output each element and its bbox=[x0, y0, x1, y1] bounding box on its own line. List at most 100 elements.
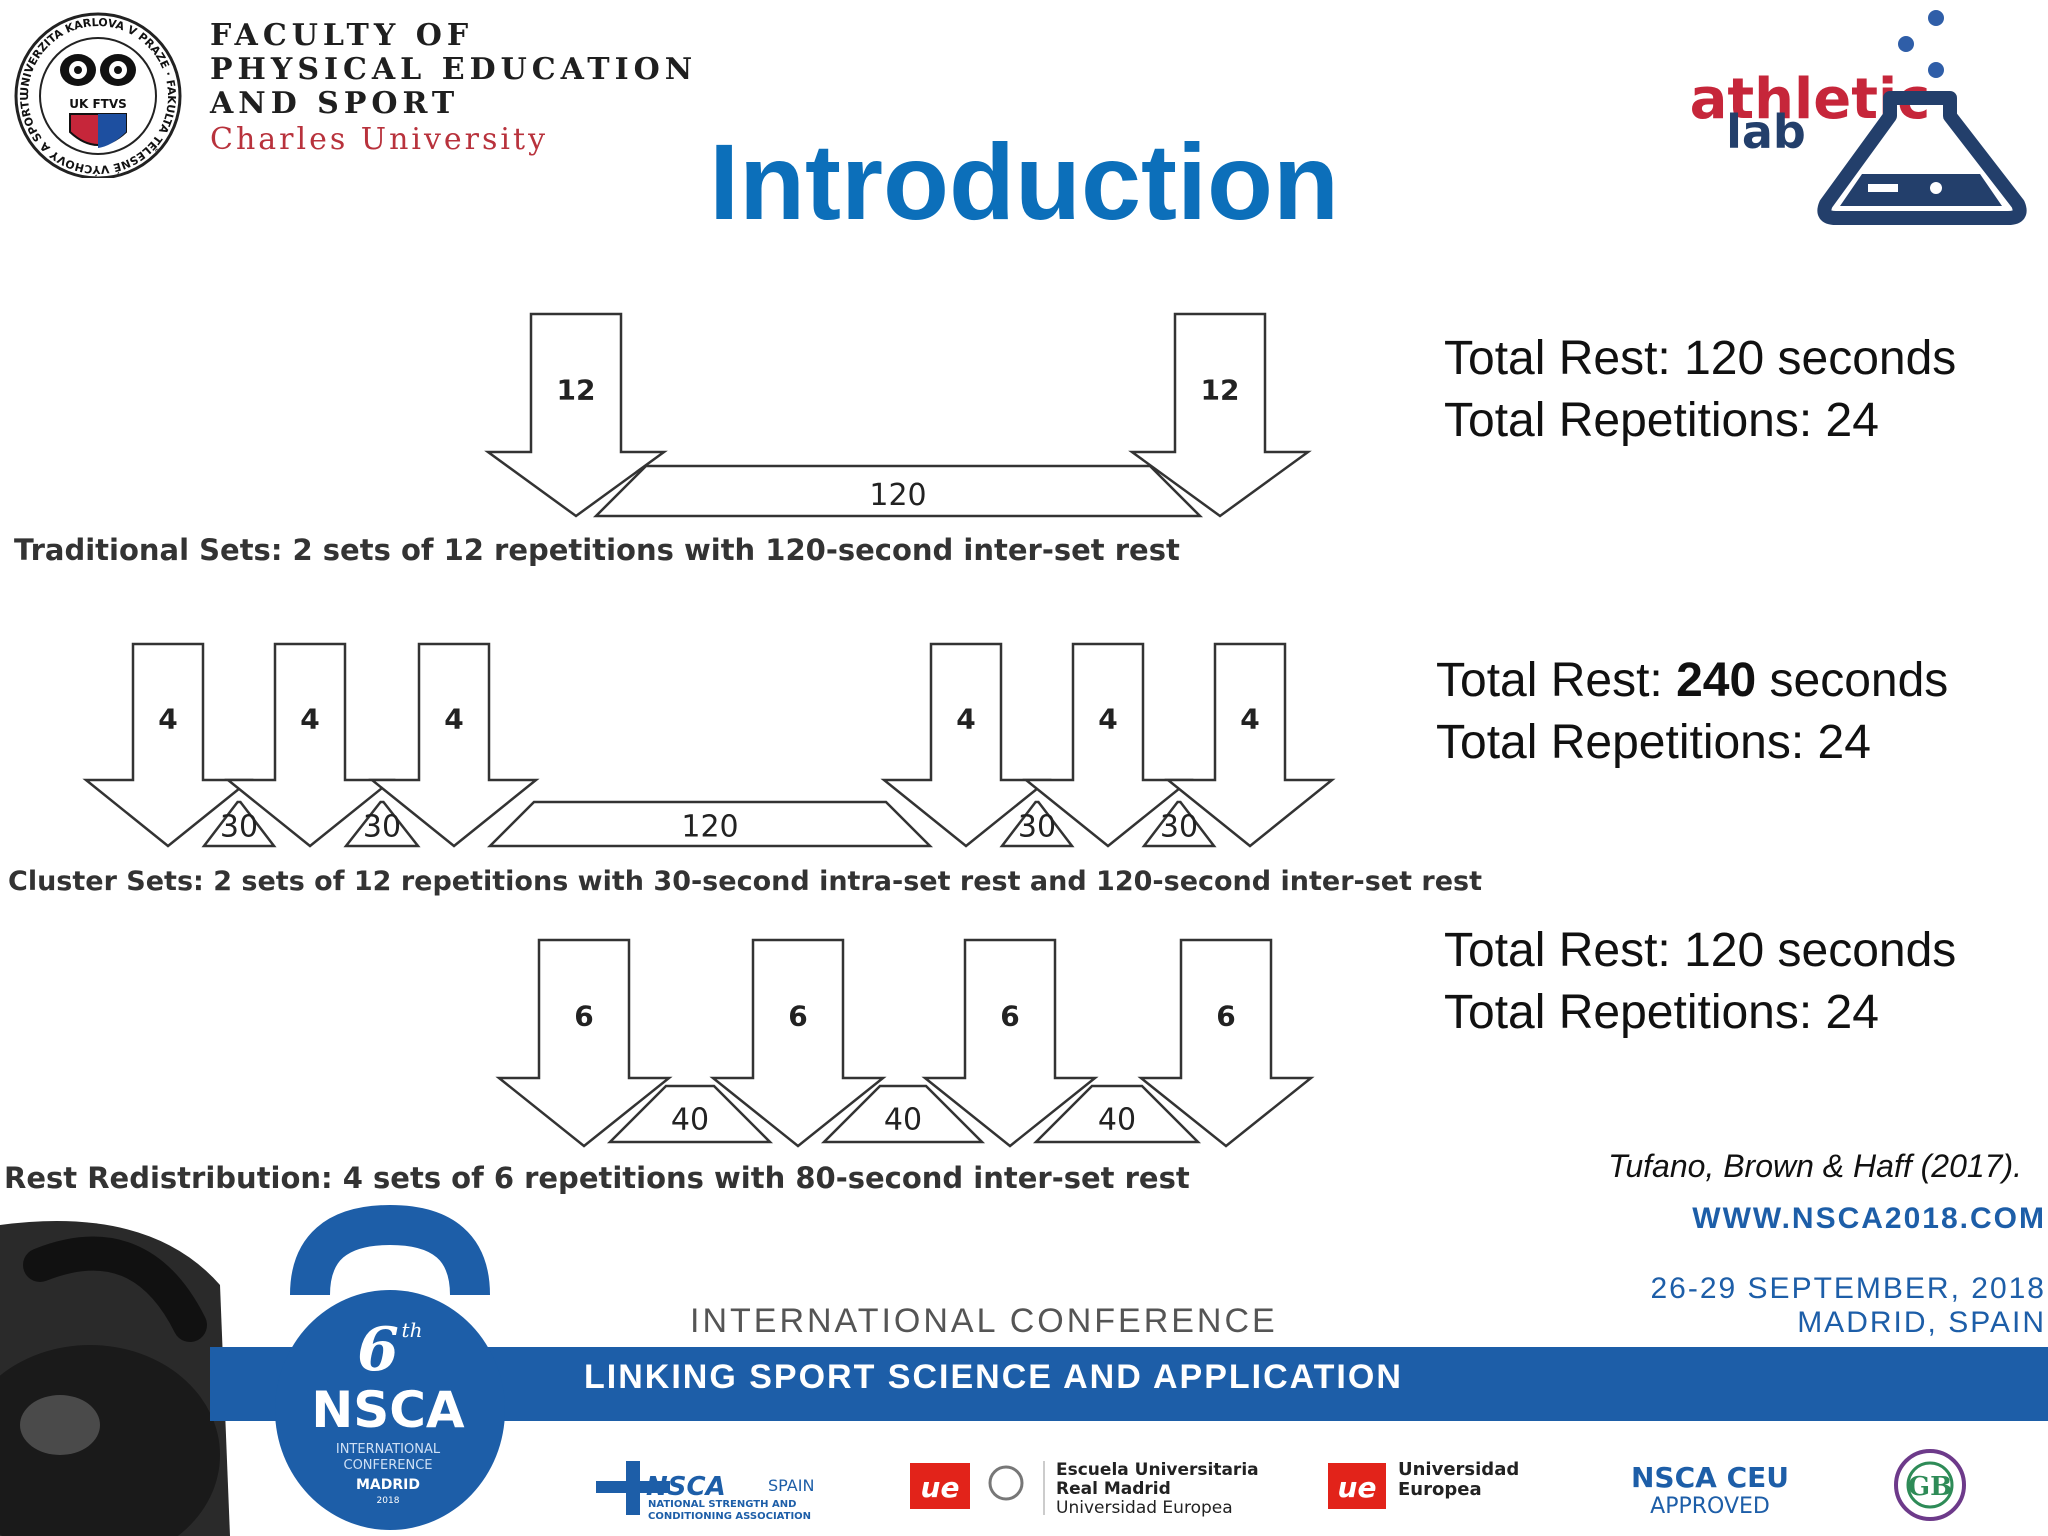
cluster-caption: Cluster Sets: 2 sets of 12 repetitions w… bbox=[8, 866, 1482, 897]
badge-line-2: CONFERENCE bbox=[344, 1458, 433, 1473]
total-reps-line: Total Repetitions: 24 bbox=[1436, 716, 1871, 769]
total-rest-value: 240 bbox=[1676, 654, 1757, 707]
total-rest-line: Total Rest: 120 seconds bbox=[1444, 920, 1956, 982]
cluster-rep-4-label: 4 bbox=[956, 702, 975, 735]
cluster-rep-2-arrow bbox=[224, 642, 396, 848]
conference-website[interactable]: WWW.NSCA2018.COM bbox=[1692, 1202, 2046, 1235]
ue-mark-2: ue bbox=[1338, 1471, 1377, 1504]
ue-line-1: Universidad bbox=[1398, 1459, 1519, 1480]
kettlebell-photo-icon bbox=[0, 1221, 230, 1536]
sponsor-gb-logo: GB bbox=[1894, 1449, 1966, 1521]
cluster-rep-6-label: 4 bbox=[1240, 702, 1259, 735]
escuela-line-1: Escuela Universitaria bbox=[1056, 1460, 1259, 1480]
cluster-rest-2-label: 30 bbox=[363, 809, 401, 844]
faculty-name-line-3: AND SPORT bbox=[210, 86, 460, 121]
nsca-spain-mark: NSCA bbox=[646, 1472, 726, 1502]
sponsor-nsca-spain-logo: NSCA SPAIN NATIONAL STRENGTH AND CONDITI… bbox=[596, 1461, 814, 1522]
redistribution-rep-3-label: 6 bbox=[1000, 1000, 1019, 1033]
citation: Tufano, Brown & Haff (2017). bbox=[1608, 1148, 2022, 1184]
cluster-rest-1-label: 30 bbox=[220, 809, 258, 844]
redistribution-caption: Rest Redistribution: 4 sets of 6 repetit… bbox=[4, 1161, 1190, 1195]
redistribution-rest-1-shape bbox=[606, 1084, 774, 1144]
ceu-line-1: NSCA CEU bbox=[1631, 1461, 1789, 1494]
cluster-rep-5-label: 4 bbox=[1098, 702, 1117, 735]
total-rest-unit: seconds bbox=[1764, 332, 1957, 385]
total-rest-label: Total Rest: bbox=[1444, 332, 1685, 385]
nsca-badge-icon: 6 th NSCA INTERNATIONAL CONFERENCE MADRI… bbox=[275, 1204, 505, 1530]
banner-stripe bbox=[210, 1347, 2048, 1421]
conference-tagline: LINKING SPORT SCIENCE AND APPLICATION bbox=[584, 1358, 1403, 1396]
escuela-line-3: Universidad Europea bbox=[1056, 1498, 1233, 1518]
redistribution-rep-3-arrow bbox=[921, 938, 1099, 1148]
badge-ordinal: th bbox=[402, 1318, 423, 1342]
sponsor-universidad-europea-logo: ue Universidad Europea bbox=[1328, 1459, 1519, 1509]
redistribution-rep-2-label: 6 bbox=[788, 1000, 807, 1033]
total-reps-line: Total Repetitions: 24 bbox=[1444, 986, 1879, 1039]
cluster-rep-3-arrow bbox=[368, 642, 540, 848]
cluster-rep-6-arrow bbox=[1164, 642, 1336, 848]
badge-line-1: INTERNATIONAL bbox=[336, 1442, 441, 1457]
conference-dates: 26-29 SEPTEMBER, 2018 MADRID, SPAIN bbox=[1650, 1272, 2046, 1340]
traditional-rep-2-label: 12 bbox=[1201, 374, 1240, 407]
slide-header: UNIVERZITA KARLOVA V PRAZE · FAKULTA TĚL… bbox=[0, 0, 2048, 260]
redistribution-rep-1-arrow bbox=[495, 938, 673, 1148]
redistribution-rest-3-label: 40 bbox=[1098, 1103, 1136, 1138]
badge-name: NSCA bbox=[311, 1381, 465, 1439]
athletic-lab-logo-icon: athletic lab bbox=[1690, 10, 2027, 225]
ceu-line-2: APPROVED bbox=[1650, 1494, 1770, 1519]
ue-mark-1: ue bbox=[921, 1471, 960, 1504]
cluster-rest-4-shape bbox=[999, 800, 1075, 848]
traditional-rep-2-arrow bbox=[1128, 312, 1312, 518]
cluster-rest-5-shape bbox=[1141, 800, 1217, 848]
cluster-rep-4-arrow bbox=[880, 642, 1052, 848]
traditional-rest-label: 120 bbox=[869, 478, 926, 513]
badge-city: MADRID bbox=[356, 1477, 420, 1493]
ue-line-2: Europea bbox=[1398, 1479, 1482, 1500]
cluster-rep-1-label: 4 bbox=[158, 702, 177, 735]
traditional-rep-1-arrow bbox=[484, 312, 668, 518]
escuela-line-2: Real Madrid bbox=[1056, 1479, 1171, 1499]
cluster-rest-2-shape bbox=[343, 800, 421, 848]
total-rest-value: 120 bbox=[1684, 332, 1765, 385]
cluster-rest-1-shape bbox=[201, 800, 277, 848]
university-name: Charles University bbox=[210, 122, 549, 157]
cluster-rest-4-label: 30 bbox=[1018, 809, 1056, 844]
cluster-rest-3-shape bbox=[486, 800, 934, 848]
conference-date-line: 26-29 SEPTEMBER, 2018 bbox=[1650, 1272, 2046, 1305]
real-madrid-crest-icon bbox=[988, 1465, 1024, 1501]
traditional-caption: Traditional Sets: 2 sets of 12 repetitio… bbox=[14, 533, 1180, 567]
conference-banner: 6 th NSCA INTERNATIONAL CONFERENCE MADRI… bbox=[0, 1204, 2048, 1536]
conference-label: INTERNATIONAL CONFERENCE bbox=[690, 1302, 1278, 1340]
cluster-rep-5-arrow bbox=[1022, 642, 1194, 848]
total-reps-line: Total Repetitions: 24 bbox=[1444, 394, 1879, 447]
sponsor-escuela-real-madrid-logo: ue Escuela Universitaria Real Madrid Uni… bbox=[910, 1460, 1259, 1518]
redistribution-rep-4-label: 6 bbox=[1216, 1000, 1235, 1033]
nsca-spain-sub-2: CONDITIONING ASSOCIATION bbox=[648, 1511, 811, 1522]
total-rest-value: 120 bbox=[1684, 924, 1765, 977]
nsca-spain-suffix: SPAIN bbox=[768, 1476, 814, 1495]
total-rest-line: Total Rest: 240 seconds bbox=[1436, 650, 1948, 712]
cluster-rep-2-label: 4 bbox=[300, 702, 319, 735]
stats-redistribution: Total Rest: 120 seconds Total Repetition… bbox=[1444, 920, 1956, 1044]
redistribution-rep-1-label: 6 bbox=[574, 1000, 593, 1033]
cluster-rest-5-label: 30 bbox=[1160, 809, 1198, 844]
gb-mark: GB bbox=[1908, 1472, 1952, 1502]
cluster-rep-3-label: 4 bbox=[444, 702, 463, 735]
faculty-name-line-1: FACULTY OF bbox=[210, 18, 474, 53]
redistribution-rep-4-arrow bbox=[1137, 938, 1315, 1148]
cluster-rest-3-label: 120 bbox=[681, 809, 738, 844]
sponsor-nsca-ceu-logo: NSCA CEU APPROVED bbox=[1631, 1461, 1789, 1519]
total-rest-unit: seconds bbox=[1764, 924, 1957, 977]
nsca-spain-sub-1: NATIONAL STRENGTH AND bbox=[648, 1499, 796, 1510]
redistribution-rest-1-label: 40 bbox=[671, 1103, 709, 1138]
stats-traditional: Total Rest: 120 seconds Total Repetition… bbox=[1444, 328, 1956, 452]
redistribution-rest-3-shape bbox=[1032, 1084, 1202, 1144]
redistribution-rep-2-arrow bbox=[709, 938, 887, 1148]
badge-number: 6 bbox=[357, 1315, 399, 1385]
total-rest-unit: seconds bbox=[1756, 654, 1949, 707]
badge-year: 2018 bbox=[377, 1496, 400, 1506]
conference-location-line: MADRID, SPAIN bbox=[1797, 1306, 2046, 1339]
traditional-rep-1-label: 12 bbox=[557, 374, 596, 407]
